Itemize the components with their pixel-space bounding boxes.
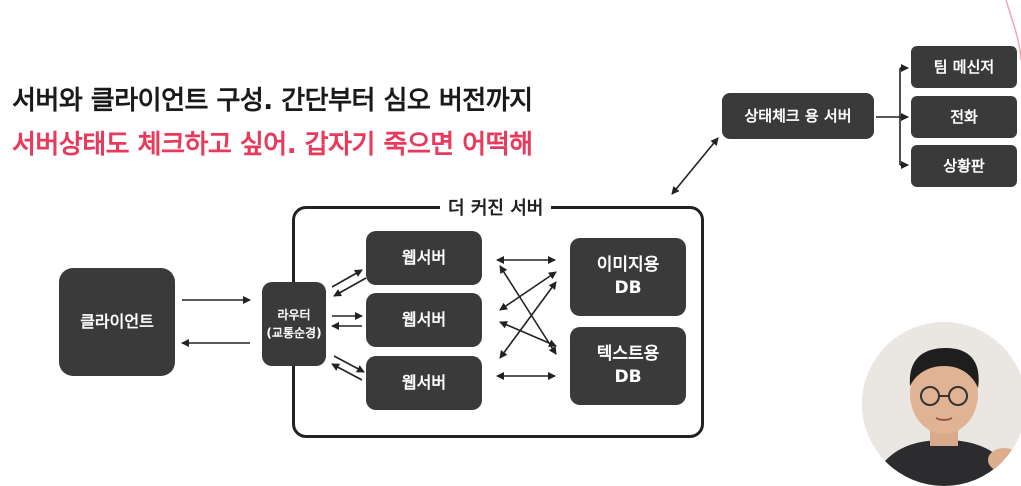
web-server-label: 웹서버 — [401, 310, 447, 330]
arrow-web1-to-router — [333, 277, 367, 297]
slide-title: 서버와 클라이언트 구성. 간단부터 심오 버전까지 — [12, 86, 533, 116]
text-db-sublabel: DB — [614, 367, 642, 387]
web-server-label: 웹서버 — [401, 373, 447, 393]
phone-label: 전화 — [950, 107, 978, 126]
connector-arrows — [181, 64, 909, 381]
router-box: 라우터 (교통순경) — [262, 282, 326, 366]
presenter-avatar-icon — [862, 322, 1021, 486]
phone-box: 전화 — [911, 96, 1017, 138]
text-db-label: 텍스트용 — [596, 344, 660, 365]
health-check-server-label: 상태체크 용 서버 — [744, 106, 852, 125]
container-label: 더 커진 서버 — [440, 194, 552, 220]
dashboard-label: 상황판 — [943, 156, 985, 175]
web-server-box: 웹서버 — [366, 293, 482, 347]
arrow-web3-to-router — [331, 363, 363, 381]
health-check-server-box: 상태체크 용 서버 — [722, 93, 874, 139]
arrow-web3-image-db — [499, 281, 557, 359]
client-label: 클라이언트 — [80, 312, 154, 332]
arrow-router-to-web1 — [331, 269, 363, 288]
router-label: 라우터 — [277, 308, 311, 322]
messenger-label: 팀 메신저 — [933, 57, 995, 76]
web-server-label: 웹서버 — [401, 248, 447, 268]
text-db-box: 텍스트용 DB — [570, 327, 686, 405]
web-server-box: 웹서버 — [366, 356, 482, 410]
presenter-webcam — [862, 322, 1021, 486]
dashboard-box: 상황판 — [911, 145, 1017, 187]
client-box: 클라이언트 — [59, 268, 175, 376]
image-db-label: 이미지용 — [596, 255, 660, 276]
image-db-box: 이미지용 DB — [570, 238, 686, 316]
web-server-box: 웹서버 — [366, 231, 482, 285]
messenger-box: 팀 메신저 — [911, 46, 1017, 88]
router-sublabel: (교통순경) — [266, 326, 322, 340]
arrow-router-to-web3 — [333, 355, 365, 373]
arrow-server-health-check — [671, 137, 719, 195]
image-db-sublabel: DB — [614, 278, 642, 298]
decorative-edge — [1005, 0, 1021, 60]
slide-subtitle: 서버상태도 체크하고 싶어. 갑자기 죽으면 어떡해 — [12, 130, 533, 160]
